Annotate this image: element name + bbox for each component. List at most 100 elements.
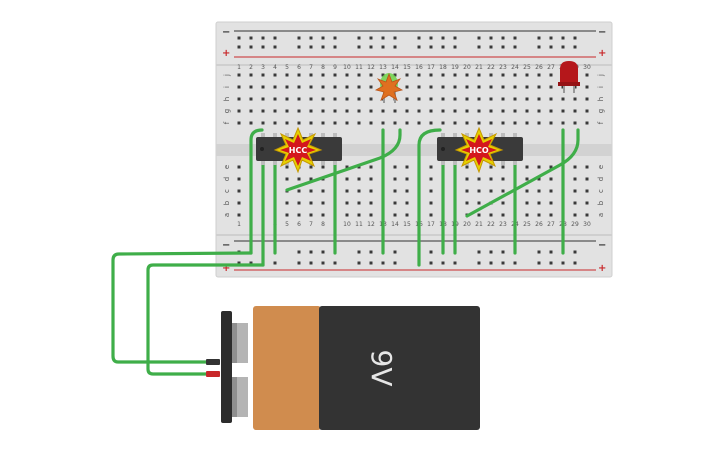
breadboard-hole[interactable]	[273, 121, 277, 125]
breadboard-hole[interactable]	[321, 73, 325, 77]
breadboard-hole[interactable]	[357, 109, 361, 113]
breadboard-hole[interactable]	[465, 97, 469, 101]
breadboard-hole[interactable]	[345, 85, 349, 89]
breadboard-hole[interactable]	[417, 73, 421, 77]
breadboard-hole[interactable]	[381, 121, 385, 125]
breadboard-hole[interactable]	[309, 165, 313, 169]
breadboard-hole[interactable]	[261, 121, 265, 125]
breadboard-hole[interactable]	[249, 73, 253, 77]
breadboard-hole[interactable]	[561, 36, 565, 40]
breadboard-hole[interactable]	[261, 85, 265, 89]
breadboard-hole[interactable]	[549, 261, 553, 265]
breadboard-hole[interactable]	[537, 73, 541, 77]
breadboard-hole[interactable]	[285, 177, 289, 181]
breadboard-hole[interactable]	[525, 213, 529, 217]
breadboard-hole[interactable]	[345, 189, 349, 193]
breadboard-hole[interactable]	[549, 201, 553, 205]
breadboard-hole[interactable]	[393, 189, 397, 193]
breadboard-hole[interactable]	[417, 85, 421, 89]
breadboard-hole[interactable]	[297, 36, 301, 40]
breadboard-hole[interactable]	[237, 261, 241, 265]
breadboard-hole[interactable]	[525, 73, 529, 77]
breadboard-hole[interactable]	[441, 121, 445, 125]
breadboard-hole[interactable]	[585, 97, 589, 101]
breadboard-hole[interactable]	[489, 109, 493, 113]
breadboard-hole[interactable]	[393, 36, 397, 40]
breadboard-hole[interactable]	[321, 121, 325, 125]
breadboard-hole[interactable]	[249, 45, 253, 49]
breadboard-hole[interactable]	[393, 177, 397, 181]
breadboard-hole[interactable]	[453, 121, 457, 125]
breadboard-hole[interactable]	[465, 189, 469, 193]
breadboard-hole[interactable]	[261, 109, 265, 113]
breadboard-hole[interactable]	[357, 189, 361, 193]
breadboard-hole[interactable]	[489, 165, 493, 169]
led-green[interactable]	[374, 72, 404, 103]
breadboard-hole[interactable]	[249, 121, 253, 125]
breadboard-hole[interactable]	[477, 189, 481, 193]
breadboard-hole[interactable]	[489, 250, 493, 254]
breadboard-hole[interactable]	[345, 73, 349, 77]
breadboard-hole[interactable]	[477, 261, 481, 265]
breadboard-hole[interactable]	[441, 109, 445, 113]
breadboard-hole[interactable]	[273, 85, 277, 89]
breadboard-hole[interactable]	[441, 97, 445, 101]
breadboard-hole[interactable]	[345, 121, 349, 125]
breadboard-hole[interactable]	[297, 109, 301, 113]
breadboard-hole[interactable]	[405, 121, 409, 125]
breadboard-hole[interactable]	[321, 213, 325, 217]
breadboard-hole[interactable]	[309, 109, 313, 113]
breadboard-hole[interactable]	[525, 189, 529, 193]
breadboard-hole[interactable]	[429, 85, 433, 89]
breadboard-hole[interactable]	[405, 213, 409, 217]
breadboard-hole[interactable]	[321, 261, 325, 265]
breadboard-hole[interactable]	[429, 189, 433, 193]
breadboard-hole[interactable]	[321, 250, 325, 254]
breadboard-hole[interactable]	[465, 177, 469, 181]
breadboard-hole[interactable]	[237, 165, 241, 169]
breadboard-hole[interactable]	[573, 261, 577, 265]
breadboard-hole[interactable]	[285, 73, 289, 77]
breadboard-hole[interactable]	[273, 109, 277, 113]
breadboard-hole[interactable]	[489, 189, 493, 193]
breadboard-hole[interactable]	[501, 97, 505, 101]
breadboard-hole[interactable]	[309, 121, 313, 125]
breadboard-hole[interactable]	[561, 109, 565, 113]
breadboard-hole[interactable]	[273, 45, 277, 49]
breadboard-hole[interactable]	[573, 97, 577, 101]
breadboard-hole[interactable]	[369, 85, 373, 89]
breadboard-hole[interactable]	[537, 165, 541, 169]
breadboard-hole[interactable]	[477, 213, 481, 217]
breadboard-hole[interactable]	[357, 45, 361, 49]
breadboard-hole[interactable]	[345, 97, 349, 101]
breadboard-hole[interactable]	[405, 109, 409, 113]
breadboard-hole[interactable]	[549, 73, 553, 77]
breadboard-hole[interactable]	[549, 85, 553, 89]
breadboard-hole[interactable]	[297, 73, 301, 77]
breadboard-hole[interactable]	[549, 177, 553, 181]
breadboard-hole[interactable]	[573, 165, 577, 169]
breadboard-hole[interactable]	[309, 97, 313, 101]
breadboard-hole[interactable]	[321, 165, 325, 169]
breadboard-hole[interactable]	[501, 73, 505, 77]
breadboard-hole[interactable]	[489, 85, 493, 89]
breadboard-hole[interactable]	[453, 36, 457, 40]
breadboard-hole[interactable]	[309, 85, 313, 89]
breadboard-hole[interactable]	[549, 165, 553, 169]
breadboard-hole[interactable]	[429, 97, 433, 101]
breadboard-hole[interactable]	[585, 201, 589, 205]
breadboard-hole[interactable]	[513, 45, 517, 49]
breadboard-hole[interactable]	[537, 201, 541, 205]
breadboard-hole[interactable]	[561, 97, 565, 101]
breadboard-hole[interactable]	[573, 213, 577, 217]
breadboard-hole[interactable]	[537, 109, 541, 113]
breadboard-hole[interactable]	[561, 261, 565, 265]
breadboard-hole[interactable]	[249, 261, 253, 265]
breadboard-hole[interactable]	[285, 85, 289, 89]
breadboard-hole[interactable]	[357, 250, 361, 254]
breadboard-hole[interactable]	[477, 177, 481, 181]
breadboard-hole[interactable]	[513, 97, 517, 101]
breadboard-hole[interactable]	[297, 213, 301, 217]
breadboard-hole[interactable]	[237, 201, 241, 205]
breadboard-hole[interactable]	[393, 201, 397, 205]
